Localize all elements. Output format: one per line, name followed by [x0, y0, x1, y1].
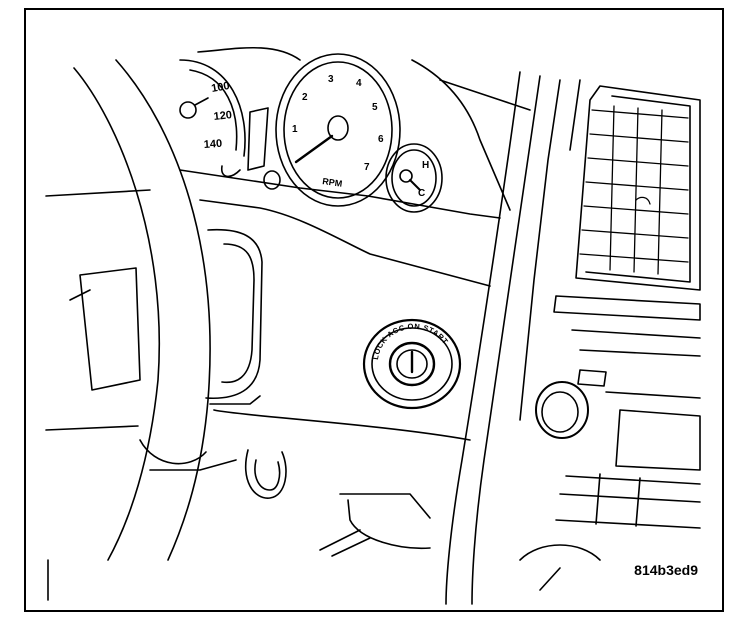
temp-gauge-labels: H C [418, 160, 429, 199]
tach-label: 1 [292, 124, 298, 135]
steering-wheel [45, 59, 211, 601]
tach-label: 6 [378, 134, 384, 145]
figure-id: 814b3ed9 [634, 562, 698, 578]
speedometer-label: 100 [210, 80, 230, 95]
illustration-frame [24, 8, 724, 612]
tach-label: 5 [372, 102, 378, 113]
air-vent [579, 105, 689, 275]
speedometer-label: 120 [213, 109, 233, 123]
speedometer-label: 140 [203, 138, 222, 151]
tachometer-labels: 1 2 3 4 5 6 7 RPM [292, 74, 384, 189]
radio-controls [519, 295, 701, 591]
speedometer-labels: 100 120 140 [203, 80, 232, 151]
temp-hot-label: H [422, 160, 429, 171]
temperature-gauge [385, 143, 443, 213]
speedometer [179, 59, 246, 157]
tach-label: 4 [356, 78, 362, 89]
tach-label: 2 [302, 92, 308, 103]
tach-unit: RPM [322, 176, 343, 189]
dash-panel [149, 199, 491, 557]
tach-label: 3 [328, 74, 334, 85]
tach-label: 7 [364, 162, 370, 173]
tachometer [263, 53, 401, 207]
ignition-switch [362, 318, 462, 410]
center-console [445, 71, 701, 605]
temp-cold-label: C [418, 188, 425, 199]
instrument-cluster [179, 46, 531, 219]
